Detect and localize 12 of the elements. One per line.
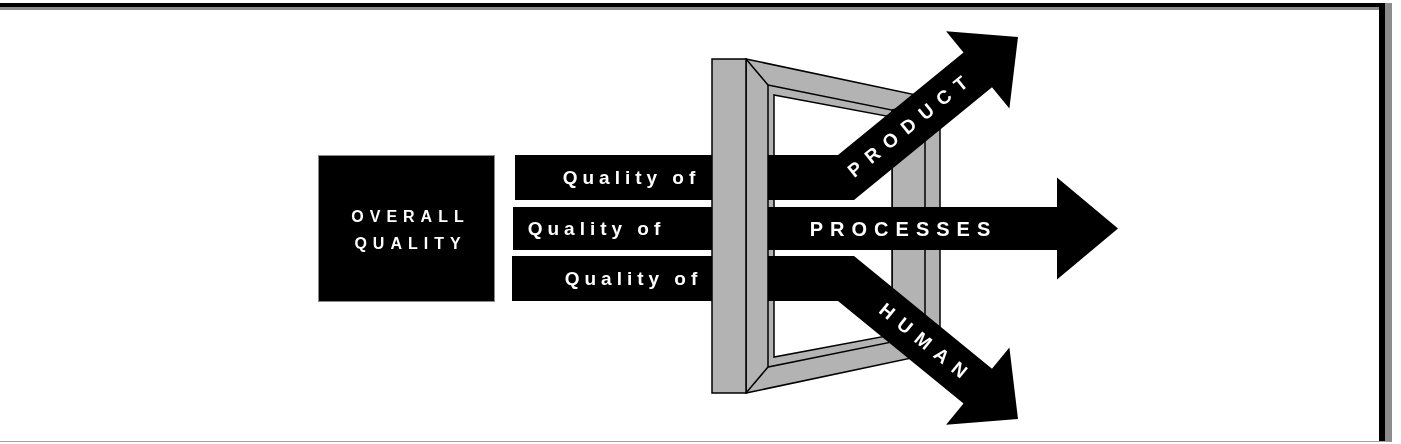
label-bar <box>515 155 712 200</box>
bar-label: Quality of <box>561 166 701 190</box>
block-arrow <box>768 177 1118 280</box>
edge-label: PROCESSES <box>808 217 998 241</box>
block-arrow <box>768 256 1018 425</box>
label-bar <box>513 207 712 250</box>
bar-label: Quality of <box>526 217 666 241</box>
box-label: OVERALL QUALITY <box>350 206 471 254</box>
square-box <box>318 155 495 302</box>
bar-label: Quality of <box>563 267 703 291</box>
block-arrow <box>768 31 1018 200</box>
label-bar <box>512 256 712 301</box>
